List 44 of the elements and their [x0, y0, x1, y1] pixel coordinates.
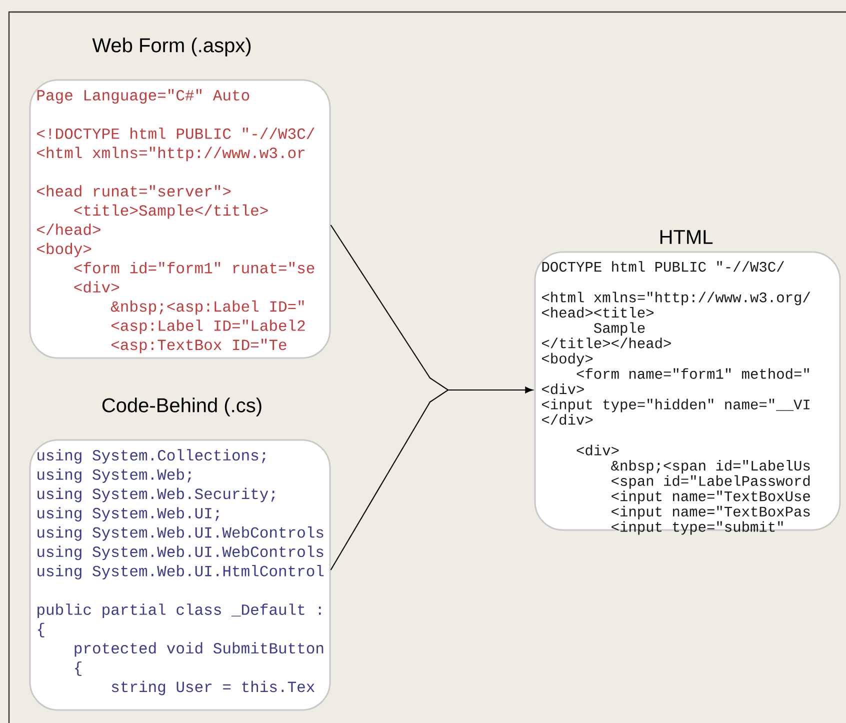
code-line: { — [75, 661, 82, 676]
code-line: <head runat="server"> — [37, 185, 231, 197]
panel-heading: HTML — [660, 230, 713, 244]
code-line: </head> — [37, 224, 100, 235]
panel-heading: Code-Behind (.cs) — [102, 398, 262, 416]
code-line: <body> — [37, 242, 92, 258]
code-line: <asp:Label ID="Label2 — [111, 320, 305, 334]
code-line: <div> — [576, 444, 619, 456]
code-line: <input name="TextBoxUse — [612, 490, 810, 504]
code-line: protected void SubmitButton — [74, 642, 324, 657]
code-line: <span id="LabelPassword — [612, 475, 810, 489]
code-line: </title></head> — [542, 338, 671, 348]
code-line: &nbsp;<asp:Label ID=" — [110, 300, 304, 315]
code-line: <div> — [74, 281, 119, 293]
code-line: public partial class _Default : — [38, 604, 321, 618]
code-line: </div> — [542, 414, 593, 425]
code-line: <body> — [542, 352, 593, 366]
code-line: Page Language="C#" Auto — [37, 89, 250, 104]
code-line: using System.Web.UI.WebControls — [38, 546, 324, 560]
code-line: <html xmlns="http://www.w3.or — [37, 146, 304, 162]
code-line: <input type="hidden" name="__VI — [542, 398, 810, 412]
code-line: using System.Web.UI.HtmlControl — [38, 564, 324, 580]
code-line: <form id="form1" runat="se — [74, 262, 314, 274]
code-line: &nbsp;<span id="LabelUs — [611, 460, 810, 474]
code-line: using System.Web.UI.WebControls — [38, 526, 324, 541]
code-line: DOCTYPE html PUBLIC "-//W3C/ — [542, 261, 784, 272]
code-line: <input name="TextBoxPas — [612, 506, 810, 520]
code-line: <title>Sample</title> — [74, 204, 268, 219]
code-line: using System.Web.UI; — [38, 507, 219, 522]
code-line: <head><title> — [542, 307, 654, 318]
code-line: { — [38, 622, 44, 638]
code-line: <!DOCTYPE html PUBLIC "-//W3C/ — [37, 128, 314, 139]
code-line: <input type="submit" — [612, 521, 783, 535]
code-line: <form name="form1" method=" — [576, 368, 809, 379]
code-line: using System.Collections; — [38, 449, 266, 464]
panel-heading: Web Form (.aspx) — [92, 38, 251, 56]
connector-arrow — [330, 386, 533, 570]
code-line: string User = this.Tex — [112, 680, 314, 696]
code-line: <asp:TextBox ID="Te — [111, 338, 286, 354]
code-line: <html xmlns="http://www.w3.org/ — [542, 292, 810, 306]
code-line: using System.Web; — [38, 468, 191, 483]
code-line: using System.Web.Security; — [38, 488, 275, 502]
code-line: Sample — [594, 322, 645, 336]
code-line: <div> — [542, 384, 584, 394]
